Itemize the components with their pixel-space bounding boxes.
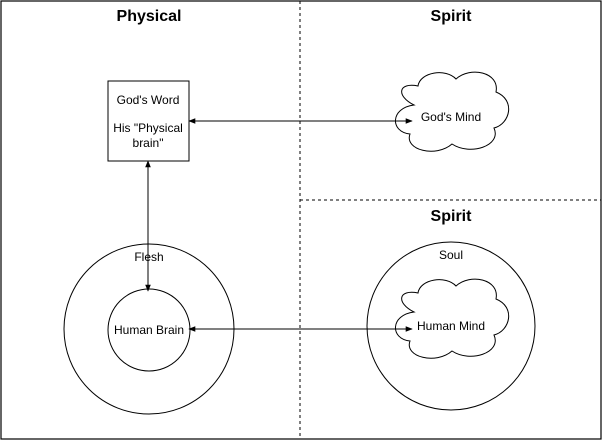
human-mind-cloud	[395, 278, 509, 359]
spirit-bottom-heading: Spirit	[431, 208, 473, 225]
gods-word-subtitle-line2: brain"	[133, 136, 164, 150]
gods-mind-cloud	[395, 71, 509, 152]
spirit-top-heading: Spirit	[431, 8, 473, 25]
flesh-label: Flesh	[134, 250, 163, 264]
human-brain-label: Human Brain	[114, 323, 184, 337]
gods-word-box	[107, 80, 190, 162]
human-mind-label: Human Mind	[417, 319, 485, 333]
physical-heading: Physical	[117, 8, 182, 25]
soul-label: Soul	[439, 248, 463, 262]
gods-word-label: God's Word	[117, 93, 180, 107]
gods-word-subtitle-line1: His "Physical	[113, 121, 183, 135]
gods-mind-label: God's Mind	[421, 110, 481, 124]
